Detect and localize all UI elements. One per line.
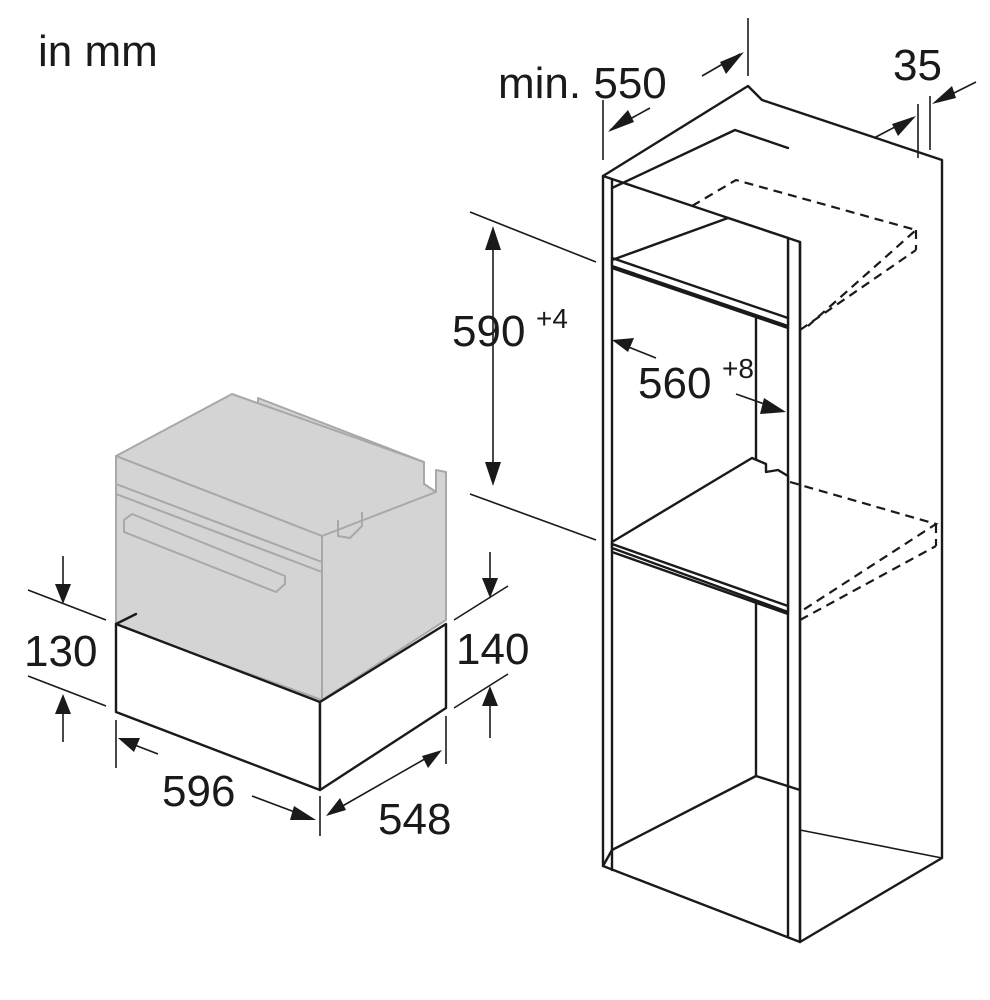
dim-drawer-width: 596 (162, 767, 235, 816)
dim-niche-width-tolerance: +8 (722, 353, 754, 384)
dimension-lines (27, 18, 977, 836)
upper-shelf (610, 216, 790, 328)
dim-cabinet-gap: 35 (893, 41, 942, 90)
dim-drawer-depth: 548 (378, 795, 451, 844)
dashed-outlines (691, 178, 939, 621)
oven-appliance-ghost (115, 393, 447, 701)
warming-drawer (114, 612, 448, 792)
dim-niche-height: 590 (452, 307, 525, 356)
dim-drawer-height-side: 140 (456, 625, 529, 674)
units-label: in mm (38, 27, 158, 76)
tall-cabinet (601, 84, 944, 944)
dim-drawer-height-front: 130 (24, 627, 97, 676)
dim-cabinet-depth: min. 550 (498, 59, 667, 108)
dim-niche-width: 560 (638, 359, 711, 408)
dim-niche-height-tolerance: +4 (536, 303, 568, 334)
middle-shelf (610, 456, 790, 614)
drawer-side (318, 622, 448, 792)
